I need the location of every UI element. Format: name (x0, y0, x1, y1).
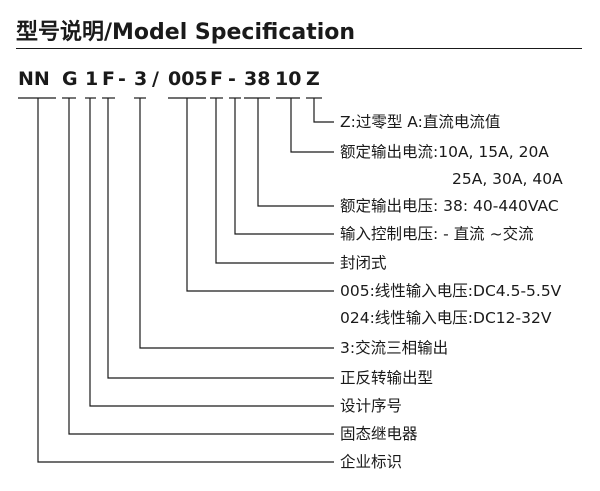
code-slash: / (152, 68, 159, 90)
desc-input-024: 024:线性输入电压:DC12-32V (340, 309, 552, 327)
desc-output-current-1: 额定输出电流:10A, 15A, 20A (340, 143, 549, 161)
code-ssr: G (62, 68, 78, 90)
desc-output-voltage: 额定输出电压: 38: 40-440VAC (340, 197, 559, 215)
code-output-voltage: 38 (244, 68, 271, 90)
code-design-seq: 1 (85, 68, 99, 90)
desc-package: 封闭式 (340, 254, 387, 272)
connector-input (186, 98, 334, 292)
desc-forward-reverse: 正反转输出型 (340, 369, 434, 387)
code-input-voltage: 005 (168, 68, 208, 90)
connector-company (37, 98, 334, 463)
code-company: NN (18, 68, 50, 90)
desc-control-voltage: 输入控制电压: - 直流 ~交流 (340, 225, 534, 243)
desc-input-005: 005:线性输入电压:DC4.5-5.5V (340, 282, 562, 300)
code-dash-2: - (228, 68, 236, 90)
code-zero-cross: Z (306, 68, 320, 90)
code-package: F (210, 68, 223, 90)
code-forward-reverse: F (102, 68, 115, 90)
desc-three-phase: 3:交流三相输出 (340, 339, 449, 357)
desc-output-current-2: 25A, 30A, 40A (452, 170, 563, 188)
desc-company: 企业标识 (340, 453, 403, 471)
connector-forward-reverse (107, 98, 334, 379)
connector-three-phase (139, 98, 334, 349)
connector-current (290, 98, 334, 153)
desc-ssr: 固态继电器 (340, 425, 418, 443)
connector-ssr (68, 98, 334, 435)
desc-zero-cross: Z:过零型 A:直流电流值 (340, 113, 501, 131)
desc-design-seq: 设计序号 (340, 397, 403, 415)
connector-control (234, 98, 334, 235)
connector-z (313, 98, 334, 123)
page-title: 型号说明/Model Specification (16, 20, 356, 45)
connector-package (215, 98, 334, 264)
title-underline (16, 48, 582, 49)
connector-voltage (257, 98, 334, 207)
connector-design-seq (89, 98, 334, 407)
code-three-phase: 3 (134, 68, 148, 90)
code-output-current: 10 (275, 68, 302, 90)
code-dash-1: - (118, 68, 126, 90)
